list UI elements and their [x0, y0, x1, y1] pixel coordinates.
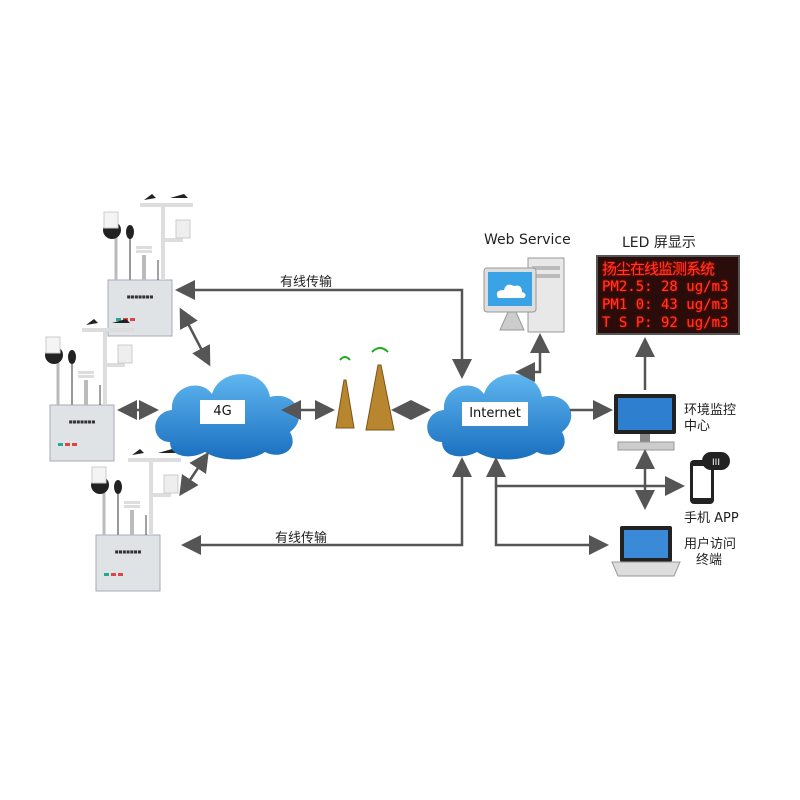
mobile-phone-icon: III: [690, 452, 730, 504]
led-row-pm10: PM1 0: 43 ug/m3: [602, 297, 729, 313]
web-server-icon: [483, 257, 565, 333]
user-terminal-label: 用户访问 终端: [684, 537, 736, 569]
led-display-label: LED 屏显示: [622, 235, 696, 251]
wired-transmission-label-top: 有线传输: [280, 275, 333, 290]
svg-text:III: III: [712, 458, 720, 468]
monitoring-center-line1: 环境监控: [684, 403, 737, 418]
monitoring-center-computer-icon: [614, 394, 676, 451]
monitoring-station-3: [89, 447, 183, 593]
monitoring-station-1: [101, 192, 195, 338]
cell-tower-icon: [335, 347, 395, 431]
laptop-icon: [611, 526, 681, 577]
web-service-label: Web Service: [484, 232, 571, 248]
led-row-pm25: PM2.5: 28 ug/m3: [602, 279, 729, 295]
led-title: 扬尘在线监测系统: [602, 260, 715, 278]
mobile-app-label: 手机 APP: [684, 511, 739, 526]
wired-transmission-label-bottom: 有线传输: [275, 531, 328, 546]
internet-label: Internet: [462, 402, 528, 426]
user-terminal-line1: 用户访问: [684, 537, 737, 552]
connection-arrows: [117, 280, 685, 555]
led-row-tsp: T S P: 92 ug/m3: [602, 315, 729, 331]
4g-label: 4G: [200, 400, 245, 424]
monitoring-center-line2: 中心: [684, 419, 711, 434]
led-display-panel: 扬尘在线监测系统 PM2.5: 28 ug/m3 PM1 0: 43 ug/m3…: [596, 255, 740, 335]
monitoring-station-2: [43, 317, 137, 463]
monitoring-center-label: 环境监控 中心: [684, 403, 736, 435]
user-terminal-line2: 终端: [696, 553, 723, 568]
